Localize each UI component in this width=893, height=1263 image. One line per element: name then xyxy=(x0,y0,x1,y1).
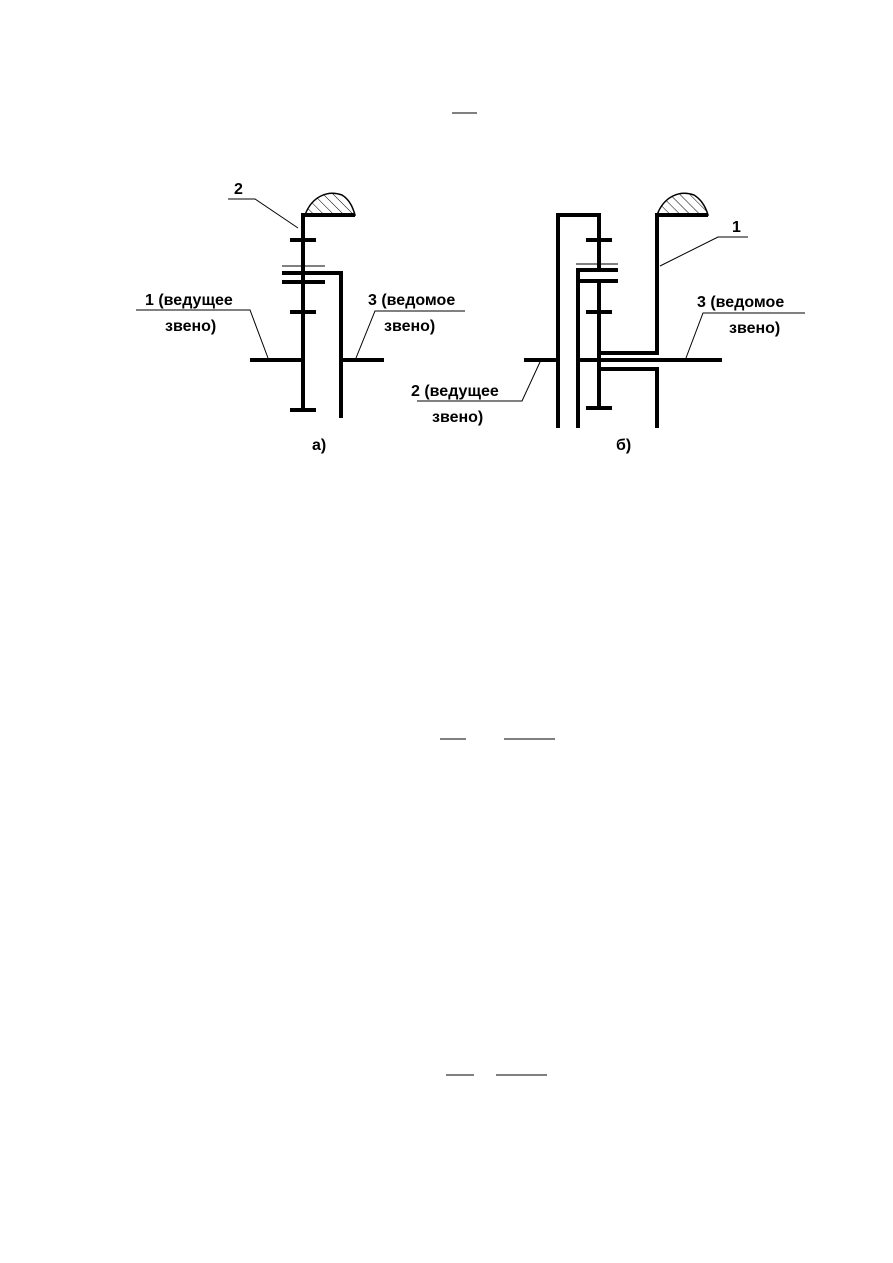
fixed-ground-hatch xyxy=(655,192,709,216)
leader-line-2 xyxy=(228,198,299,229)
fixed-ground-hatch xyxy=(303,192,356,216)
gear-diagram-b: 1 3 (ведомое звено) 2 (ведущее звено) б) xyxy=(411,192,805,454)
leader-line-2 xyxy=(417,361,541,402)
label-3-line1: 3 (ведомое xyxy=(697,294,784,311)
label-3-line2: звено) xyxy=(729,320,780,337)
label-1-line1: 1 (ведущее xyxy=(145,292,233,309)
leader-line-1 xyxy=(136,309,269,359)
leader-line-1 xyxy=(659,236,748,267)
label-2-line2: звено) xyxy=(432,409,483,426)
caption-a: а) xyxy=(312,437,326,454)
label-1-line2: звено) xyxy=(165,318,216,335)
label-3-line2: звено) xyxy=(384,318,435,335)
label-3-line1: 3 (ведомое xyxy=(368,292,455,309)
label-2: 2 xyxy=(234,181,243,198)
leader-line-3 xyxy=(355,310,465,359)
gear-diagram-a: 2 1 (ведущее звено) 3 (ведомое звено) а) xyxy=(136,181,465,454)
leader-line-3 xyxy=(685,312,805,359)
label-2-line1: 2 (ведущее xyxy=(411,383,499,400)
label-1: 1 xyxy=(732,219,741,236)
caption-b: б) xyxy=(616,437,631,454)
